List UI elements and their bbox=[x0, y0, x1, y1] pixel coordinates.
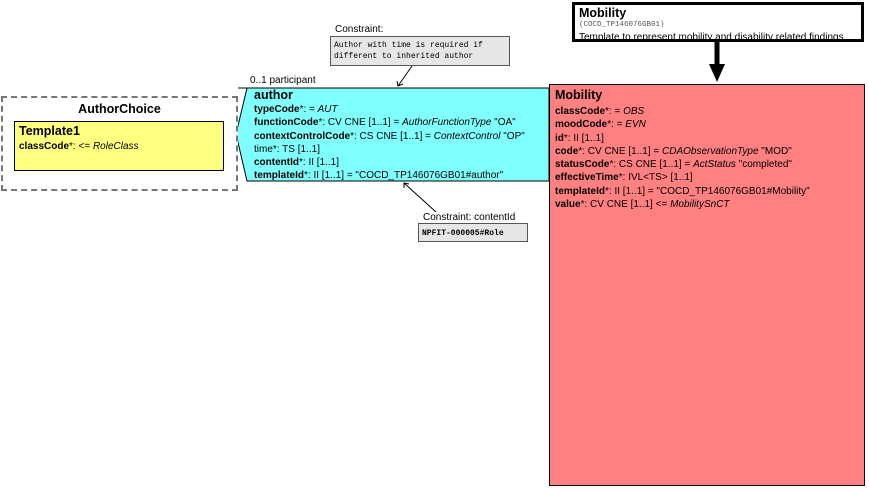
constraint-note-contentid-text: NPFIT-000005#Role bbox=[422, 229, 504, 238]
author-attr-type: *: II [1..1] bbox=[299, 157, 340, 169]
mobility-attr-name: id bbox=[555, 132, 564, 144]
author-attribute-row: templateId*: II [1..1] = "COCD_TP146076G… bbox=[254, 169, 525, 182]
mobility-attr-type: *: CV CNE [1..1] <= bbox=[580, 199, 671, 211]
mobility-attr-name: moodCode bbox=[555, 119, 608, 131]
mobility-attr-tail: "MOD" bbox=[758, 145, 792, 157]
author-attr-name: templateId bbox=[254, 170, 305, 182]
author-attr-tail: "OP" bbox=[500, 130, 525, 142]
template-header-box: Mobility (COCD_TP146076GB01) Template to… bbox=[572, 2, 864, 43]
template1-title: Template1 bbox=[19, 124, 80, 138]
mobility-attr-name: classCode bbox=[555, 106, 606, 117]
mobility-attr-value: MobilitySnCT bbox=[670, 199, 730, 211]
constraint1-pointer bbox=[397, 65, 413, 87]
mobility-attr-name: code bbox=[555, 145, 579, 157]
author-attribute-row: contextControlCode*: CS CNE [1..1] = Con… bbox=[254, 130, 525, 143]
mobility-attr-value: EVN bbox=[625, 119, 646, 131]
mobility-attr-type: *: CV CNE [1..1] = bbox=[578, 145, 662, 157]
mobility-attr-type: *: IVL<TS> [1..1] bbox=[618, 172, 693, 184]
mobility-attr-value: CDAObservationType bbox=[662, 145, 759, 157]
template-header-code: (COCD_TP146076GB01) bbox=[579, 21, 665, 29]
author-attribute-row: contentId*: II [1..1] bbox=[254, 156, 525, 169]
mobility-attribute-row: templateId*: II [1..1] = "COCD_TP146076G… bbox=[555, 185, 810, 198]
mobility-attribute-row: value*: CV CNE [1..1] <= MobilitySnCT bbox=[555, 198, 810, 211]
mobility-class-title: Mobility bbox=[555, 88, 603, 102]
author-attr-name: contentId bbox=[254, 157, 299, 169]
mobility-attribute-row: id*: II [1..1] bbox=[555, 132, 810, 145]
mobility-attr-type: *: II [1..1] = "COCD_TP146076GB01#Mobili… bbox=[605, 185, 810, 197]
author-attr-type: *: II [1..1] = "COCD_TP146076GB01#author… bbox=[304, 170, 504, 182]
author-attr-name: functionCode bbox=[254, 117, 319, 129]
author-attr-type: *: CS CNE [1..1] = bbox=[350, 130, 434, 142]
mobility-attr-name: effectiveTime bbox=[555, 172, 619, 184]
mobility-attr-value: ActStatus bbox=[693, 159, 736, 171]
template1-attr-value: RoleClass bbox=[92, 141, 139, 152]
author-attribute-row: time*: TS [1..1] bbox=[254, 143, 525, 156]
template1-attribute: classCode*: <= RoleClass bbox=[19, 140, 139, 153]
mobility-attr-value: OBS bbox=[623, 106, 645, 117]
constraint-note-contentid: NPFIT-000005#Role bbox=[418, 223, 528, 242]
header-arrow-head bbox=[709, 64, 725, 82]
author-attr-value: ContextControl bbox=[433, 130, 501, 142]
mobility-attr-name: statusCode bbox=[555, 159, 610, 171]
constraint-note-time-line1: Author with time is required if bbox=[334, 41, 483, 50]
mobility-attr-tail: "completed" bbox=[735, 159, 792, 171]
author-attr-tail: "OA" bbox=[491, 117, 516, 129]
author-attr-name: typeCode bbox=[254, 104, 300, 115]
author-choice-title: AuthorChoice bbox=[78, 102, 161, 116]
constraint-note-contentid-label: Constraint: contentId bbox=[421, 212, 518, 223]
author-attr-value: AUT bbox=[317, 104, 338, 115]
template-header-title: Mobility bbox=[579, 6, 627, 20]
mobility-attr-type: *: II [1..1] bbox=[563, 132, 604, 144]
mobility-attr-type: *: = bbox=[605, 106, 624, 117]
author-class-title: author bbox=[254, 88, 293, 102]
author-attr-name: time bbox=[254, 143, 273, 155]
author-attribute-row: typeCode*: = AUT bbox=[254, 103, 525, 116]
author-attr-type: *: = bbox=[299, 104, 318, 115]
template-header-description: Template to represent mobility and disab… bbox=[579, 32, 844, 43]
mobility-attr-name: templateId bbox=[555, 185, 606, 197]
mobility-attr-name: value bbox=[555, 199, 581, 211]
constraint-note-time-label: Constraint: bbox=[333, 24, 386, 35]
participant-label: 0..1 participant bbox=[250, 75, 316, 86]
mobility-attribute-row: effectiveTime*: IVL<TS> [1..1] bbox=[555, 171, 810, 184]
mobility-attribute-row: moodCode*: = EVN bbox=[555, 118, 810, 131]
constraint-note-time-line2: different to inherited author bbox=[334, 52, 474, 61]
author-attr-type: *: TS [1..1] bbox=[272, 143, 320, 155]
template1-attr-name: classCode bbox=[19, 141, 70, 152]
template1-attr-suffix: *: <= bbox=[69, 141, 93, 152]
author-attr-name: contextControlCode bbox=[254, 130, 351, 142]
mobility-attribute-row: classCode*: = OBS bbox=[555, 105, 810, 118]
author-attr-value: AuthorFunctionType bbox=[402, 117, 492, 129]
constraint-note-time: Author with time is required if differen… bbox=[330, 36, 510, 66]
mobility-attribute-row: code*: CV CNE [1..1] = CDAObservationTyp… bbox=[555, 145, 810, 158]
mobility-attr-type: *: CS CNE [1..1] = bbox=[609, 159, 694, 171]
author-attr-type: *: CV CNE [1..1] = bbox=[318, 117, 403, 129]
author-attribute-row: functionCode*: CV CNE [1..1] = AuthorFun… bbox=[254, 116, 525, 129]
template1-box: Template1 classCode*: <= RoleClass bbox=[14, 121, 224, 171]
mobility-attribute-row: statusCode*: CS CNE [1..1] = ActStatus "… bbox=[555, 158, 810, 171]
mobility-attr-type: *: = bbox=[607, 119, 626, 131]
